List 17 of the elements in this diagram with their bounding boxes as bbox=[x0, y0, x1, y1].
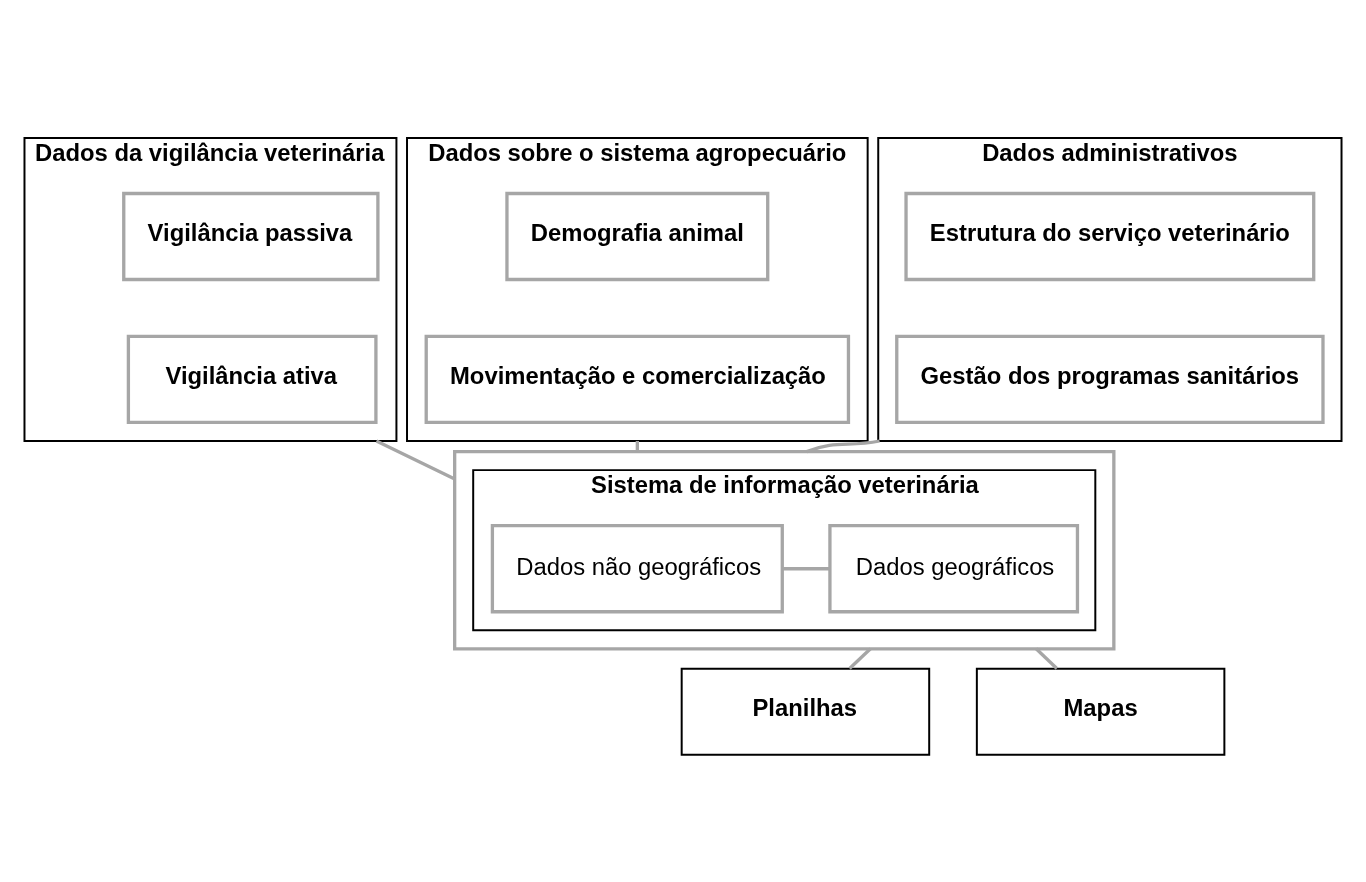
connector bbox=[806, 439, 880, 454]
connector bbox=[1035, 647, 1058, 670]
node-box: Vigilância ativa bbox=[126, 334, 378, 425]
connector bbox=[782, 567, 830, 571]
node-box: Gestão dos programas sanitários bbox=[895, 334, 1325, 425]
node-box: Dados geográficos bbox=[828, 524, 1080, 614]
node-box: Movimentação e comercialização bbox=[424, 334, 851, 425]
cluster bbox=[453, 449, 1116, 651]
connector bbox=[848, 647, 872, 670]
node-box: Demografia animal bbox=[505, 191, 770, 282]
node-box: Vigilância passiva bbox=[122, 191, 380, 282]
node-box: Dados não geográficos bbox=[490, 524, 784, 614]
node-box: Mapas bbox=[975, 667, 1226, 756]
node-box: Planilhas bbox=[680, 667, 931, 756]
connector bbox=[635, 441, 639, 452]
connector bbox=[375, 439, 456, 481]
node-box: Estrutura do serviço veterinário bbox=[904, 191, 1316, 282]
